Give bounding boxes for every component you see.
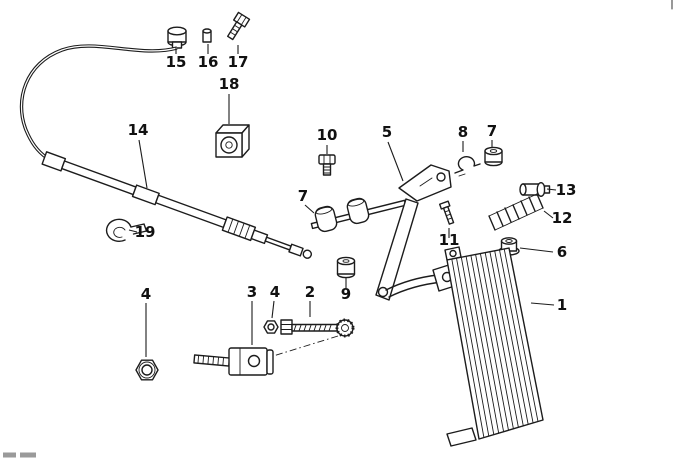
part-7-left-bushing <box>314 205 338 233</box>
part-label-19: 19 <box>135 223 156 241</box>
part-label-8: 8 <box>458 123 468 141</box>
throttle-cable-curve <box>19 44 178 160</box>
part-label-10: 10 <box>317 126 338 144</box>
part-label-14: 14 <box>128 121 149 139</box>
part-12-return-spring <box>488 193 544 231</box>
part-label-17: 17 <box>228 53 249 71</box>
part-label-4-left: 4 <box>141 285 151 303</box>
leader-14 <box>138 139 148 189</box>
leader-1 <box>530 302 555 306</box>
part-label-6: 6 <box>557 243 567 261</box>
part-1-accelerator-pedal <box>444 246 544 447</box>
part-label-9: 9 <box>341 285 351 303</box>
leader-12 <box>543 210 554 219</box>
leader-19 <box>128 229 138 233</box>
leader-5 <box>387 141 404 182</box>
leader-4-mid <box>271 300 275 319</box>
part-label-4-mid: 4 <box>270 283 280 301</box>
part-label-12: 12 <box>552 209 573 227</box>
part-3-holder <box>193 347 274 376</box>
part-label-1: 1 <box>557 296 567 314</box>
part-16-pin <box>202 28 212 43</box>
leader-lines <box>128 44 557 357</box>
axis-line-2-3 <box>269 335 339 358</box>
leader-7-left <box>304 204 315 214</box>
part-7-upper-grommet <box>484 146 503 167</box>
part-label-3: 3 <box>247 283 257 301</box>
part-11-pin <box>438 200 455 225</box>
part-5-bracket <box>375 164 452 301</box>
part-label-2: 2 <box>305 283 315 301</box>
rod-bushing-2 <box>346 197 370 225</box>
part-17-bolt <box>226 11 251 41</box>
part-label-11: 11 <box>439 231 460 249</box>
leader-6 <box>519 247 554 253</box>
part-15-cable-grommet <box>167 26 187 49</box>
part-18-square-grommet <box>215 124 250 158</box>
part-9-bushing <box>336 256 356 279</box>
part-19-cable-clip <box>105 218 148 243</box>
part-label-13: 13 <box>556 181 577 199</box>
part-8-spring-clip <box>454 156 481 177</box>
part-label-15: 15 <box>166 53 187 71</box>
part-14-cable-sheath <box>41 151 313 259</box>
leader-13 <box>546 188 557 191</box>
part-label-18: 18 <box>219 75 240 93</box>
part-2-adjusting-bolt <box>280 318 355 338</box>
part-label-7-upper: 7 <box>487 122 497 140</box>
part-label-5: 5 <box>382 123 392 141</box>
part-4-mid-nut <box>263 320 279 334</box>
part-label-7-left: 7 <box>298 187 308 205</box>
part-13-stop <box>519 181 551 197</box>
part-4-left-nut <box>135 359 159 381</box>
part-10-screw <box>318 154 336 176</box>
part-label-16: 16 <box>198 53 219 71</box>
